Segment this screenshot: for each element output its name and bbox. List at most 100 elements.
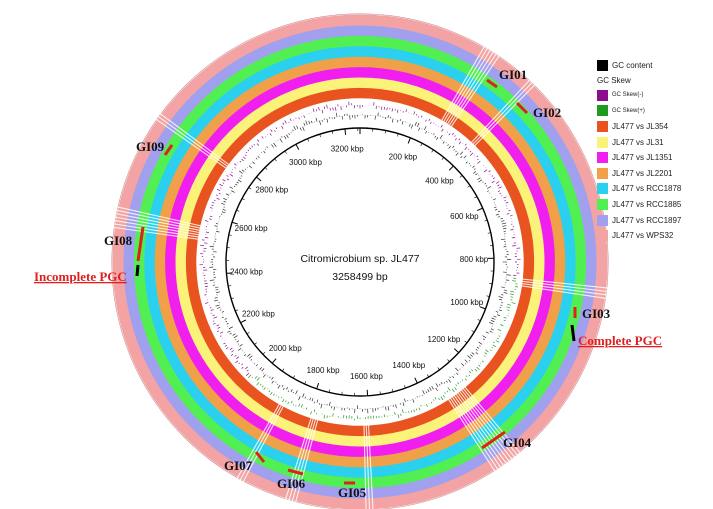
legend-ring-2: JL477 vs JL31 — [597, 134, 709, 150]
gap-line-5 — [365, 423, 371, 509]
gap-line-3 — [520, 280, 608, 293]
scale-tick — [295, 144, 300, 150]
scale-label: 2400 kbp — [230, 268, 263, 277]
scale-label: 800 kbp — [460, 255, 489, 264]
scale-label: 3000 kbp — [289, 158, 322, 167]
gc-tracks — [199, 101, 521, 421]
legend-ring-3: JL477 vs JL1351 — [597, 150, 709, 166]
legend-gc-content: GC content — [597, 58, 709, 74]
gap-line-4 — [460, 388, 516, 458]
gi02-label: GI02 — [533, 105, 561, 120]
scale-tick — [235, 309, 239, 312]
gap-line-3 — [521, 278, 608, 289]
genome-length: 3258499 bp — [332, 271, 388, 283]
legend-gc-skew-title: GC Skew — [597, 75, 631, 85]
scale-tick — [264, 167, 268, 170]
legend-gc-skew-pos: GC Skew(+) — [597, 103, 709, 119]
legend-label: JL477 vs JL31 — [612, 137, 664, 147]
gap-line-1 — [440, 45, 486, 122]
scale-label: 2800 kbp — [255, 186, 288, 195]
legend-ring-1: JL477 vs JL354 — [597, 119, 709, 135]
gap-line-4 — [447, 397, 496, 472]
gi07-mark — [254, 451, 266, 463]
gap-line-8 — [114, 216, 201, 234]
ring-5 — [143, 45, 577, 479]
legend: GC content GC Skew GC Skew(-) GC Skew(+)… — [597, 58, 709, 244]
gap-line-5 — [367, 423, 374, 509]
gi09-mark — [163, 144, 174, 156]
scale-tick — [228, 234, 232, 236]
scale-tick — [246, 332, 250, 335]
gap-line-7 — [242, 404, 285, 483]
scale-tick — [474, 196, 478, 199]
scale-tick — [236, 209, 240, 212]
gap-line-4 — [449, 396, 499, 470]
scale-label: 2000 kbp — [269, 344, 302, 353]
ring-4 — [154, 56, 566, 468]
legend-ring-5: JL477 vs RCC1878 — [597, 181, 709, 197]
scale-label: 1400 kbp — [392, 361, 425, 370]
scale-tick — [476, 207, 483, 211]
incomplete-pgc-label: Incomplete PGC — [34, 269, 127, 284]
scale-tick — [464, 340, 468, 343]
gc-skew-pos-label: GC Skew(+) — [612, 107, 645, 114]
scale-tick — [262, 351, 266, 355]
scale-label: 1800 kbp — [307, 366, 340, 375]
scale-tick — [344, 128, 347, 135]
complete-pgc-mark — [570, 324, 576, 342]
scale-tick — [271, 358, 277, 364]
gi04-mark — [481, 430, 506, 450]
scale-label: 2200 kbp — [242, 310, 275, 319]
scale-tick — [487, 232, 491, 234]
legend-swatch — [597, 183, 608, 195]
gap-line-3 — [520, 282, 608, 296]
legend-label: JL477 vs RCC1878 — [612, 184, 682, 194]
gap-line-9 — [155, 118, 228, 170]
scale-label: 1600 kbp — [350, 372, 383, 381]
gap-line-4 — [458, 390, 513, 460]
scale-label: 600 kbp — [450, 212, 479, 221]
gap-line-2 — [470, 79, 531, 144]
gap-line-6 — [294, 418, 319, 503]
gap-line-8 — [113, 226, 200, 240]
scale-label: 2600 kbp — [235, 224, 268, 233]
legend-ring-7: JL477 vs RCC1897 — [597, 212, 709, 228]
legend-ring-4: JL477 vs JL2201 — [597, 166, 709, 182]
scale-tick — [284, 150, 287, 154]
scale-tick — [453, 348, 460, 354]
scale-tick — [328, 389, 331, 393]
legend-swatch — [597, 121, 608, 133]
scale-tick — [448, 165, 454, 171]
gap-line-1 — [446, 51, 494, 126]
legend-swatch — [597, 214, 608, 226]
scale-tick — [392, 388, 394, 392]
legend-ring-6: JL477 vs RCC1885 — [597, 197, 709, 213]
scale-label: 400 kbp — [425, 176, 454, 185]
scale-tick — [397, 133, 399, 137]
gap-line-4 — [463, 385, 521, 454]
scale-tick — [484, 219, 488, 222]
island-gaps — [113, 45, 608, 509]
gap-line-6 — [284, 416, 313, 500]
gap-line-6 — [288, 417, 315, 501]
gap-line-6 — [291, 417, 317, 502]
legend-gc-skew-neg: GC Skew(-) — [597, 88, 709, 104]
scale-tick — [479, 306, 486, 310]
legend-label: JL477 vs JL1351 — [612, 153, 673, 163]
incomplete-pgc-mark — [135, 264, 140, 277]
legend-label: JL477 vs WPS32 — [612, 231, 674, 241]
gi07-label: GI07 — [224, 458, 253, 473]
scale-tick — [407, 137, 411, 144]
scale-tick — [231, 297, 235, 299]
legend-ring-8: JL477 vs WPS32 — [597, 228, 709, 244]
scale-tick — [420, 143, 423, 147]
scale-label: 1000 kbp — [450, 298, 483, 307]
scale-tick — [384, 130, 386, 134]
gap-line-4 — [451, 395, 502, 468]
gi01-label: GI01 — [499, 67, 527, 82]
gap-line-8 — [116, 209, 202, 229]
scale-tick — [447, 359, 450, 362]
gi02-mark — [515, 101, 529, 115]
